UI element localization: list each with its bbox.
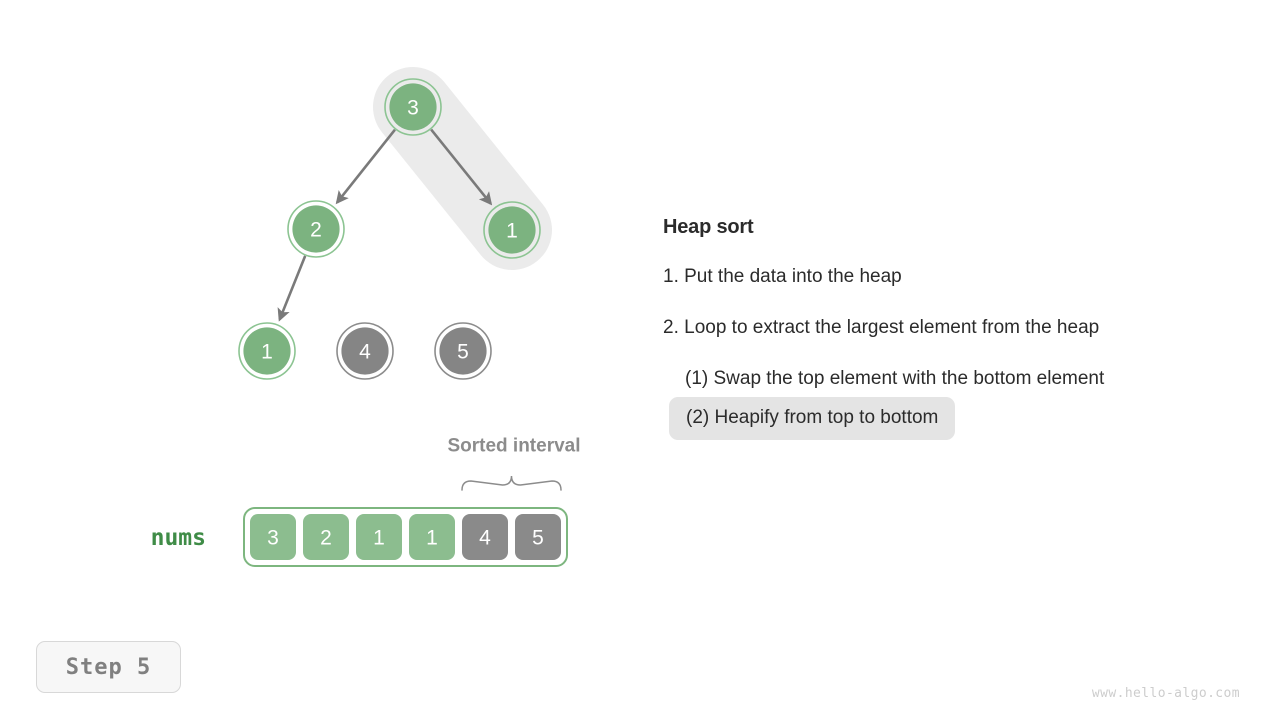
step-item: 2. Loop to extract the largest element f… — [663, 316, 1100, 338]
array-cell: 4 — [462, 514, 508, 560]
svg-text:4: 4 — [359, 341, 371, 364]
page-title: Heap sort — [663, 216, 754, 238]
explanation-panel: Heap sort 1. Put the data into the heap 2… — [663, 216, 1243, 454]
step-item: (1) Swap the top element with the bottom… — [685, 367, 1105, 389]
step-item: 1. Put the data into the heap — [663, 266, 902, 287]
svg-text:1: 1 — [261, 341, 273, 364]
watermark: www.hello-algo.com — [1091, 686, 1240, 701]
array-cell: 5 — [515, 514, 561, 560]
sorted-interval-label: Sorted interval — [447, 436, 580, 457]
tree-node-5: 5 — [434, 322, 492, 380]
array-cell: 2 — [303, 514, 349, 560]
array-layer: 3 2 1 1 4 5 nums — [151, 507, 568, 567]
step-badge-label: Step 5 — [65, 654, 152, 680]
step-badge: Step 5 — [36, 641, 181, 693]
tree-edge-arrow — [335, 128, 396, 205]
array-name-label: nums — [151, 525, 206, 551]
svg-text:2: 2 — [320, 527, 332, 550]
svg-text:5: 5 — [457, 341, 469, 364]
tree-node-3: 3 — [384, 78, 442, 136]
array-cell: 3 — [250, 514, 296, 560]
tree-node-1: 1 — [483, 201, 541, 259]
highlight-capsule-layer — [373, 67, 552, 270]
svg-text:1: 1 — [373, 527, 385, 550]
array-cell: 1 — [356, 514, 402, 560]
tree-node-1: 1 — [238, 322, 296, 380]
tree-edge-layer — [277, 128, 493, 322]
svg-text:2: 2 — [310, 219, 322, 242]
steps-list: 1. Put the data into the heap 2. Loop to … — [663, 265, 1243, 454]
tree-node-2: 2 — [287, 200, 345, 258]
svg-text:1: 1 — [506, 220, 518, 243]
highlight-capsule — [373, 67, 552, 270]
tree-edge-arrow — [277, 255, 307, 322]
array-cell: 1 — [409, 514, 455, 560]
svg-text:4: 4 — [479, 527, 491, 550]
svg-text:5: 5 — [532, 527, 544, 550]
tree-edge-arrow — [430, 128, 493, 206]
step-item-highlighted: (2) Heapify from top to bottom — [669, 397, 956, 440]
tree-node-layer: 3 2 1 1 4 5 — [238, 78, 541, 380]
tree-node-4: 4 — [336, 322, 394, 380]
svg-text:1: 1 — [426, 527, 438, 550]
svg-text:3: 3 — [407, 97, 419, 120]
sorted-interval-brace-layer: Sorted interval — [447, 436, 581, 491]
sorted-interval-brace — [461, 475, 562, 491]
svg-text:3: 3 — [267, 527, 279, 550]
